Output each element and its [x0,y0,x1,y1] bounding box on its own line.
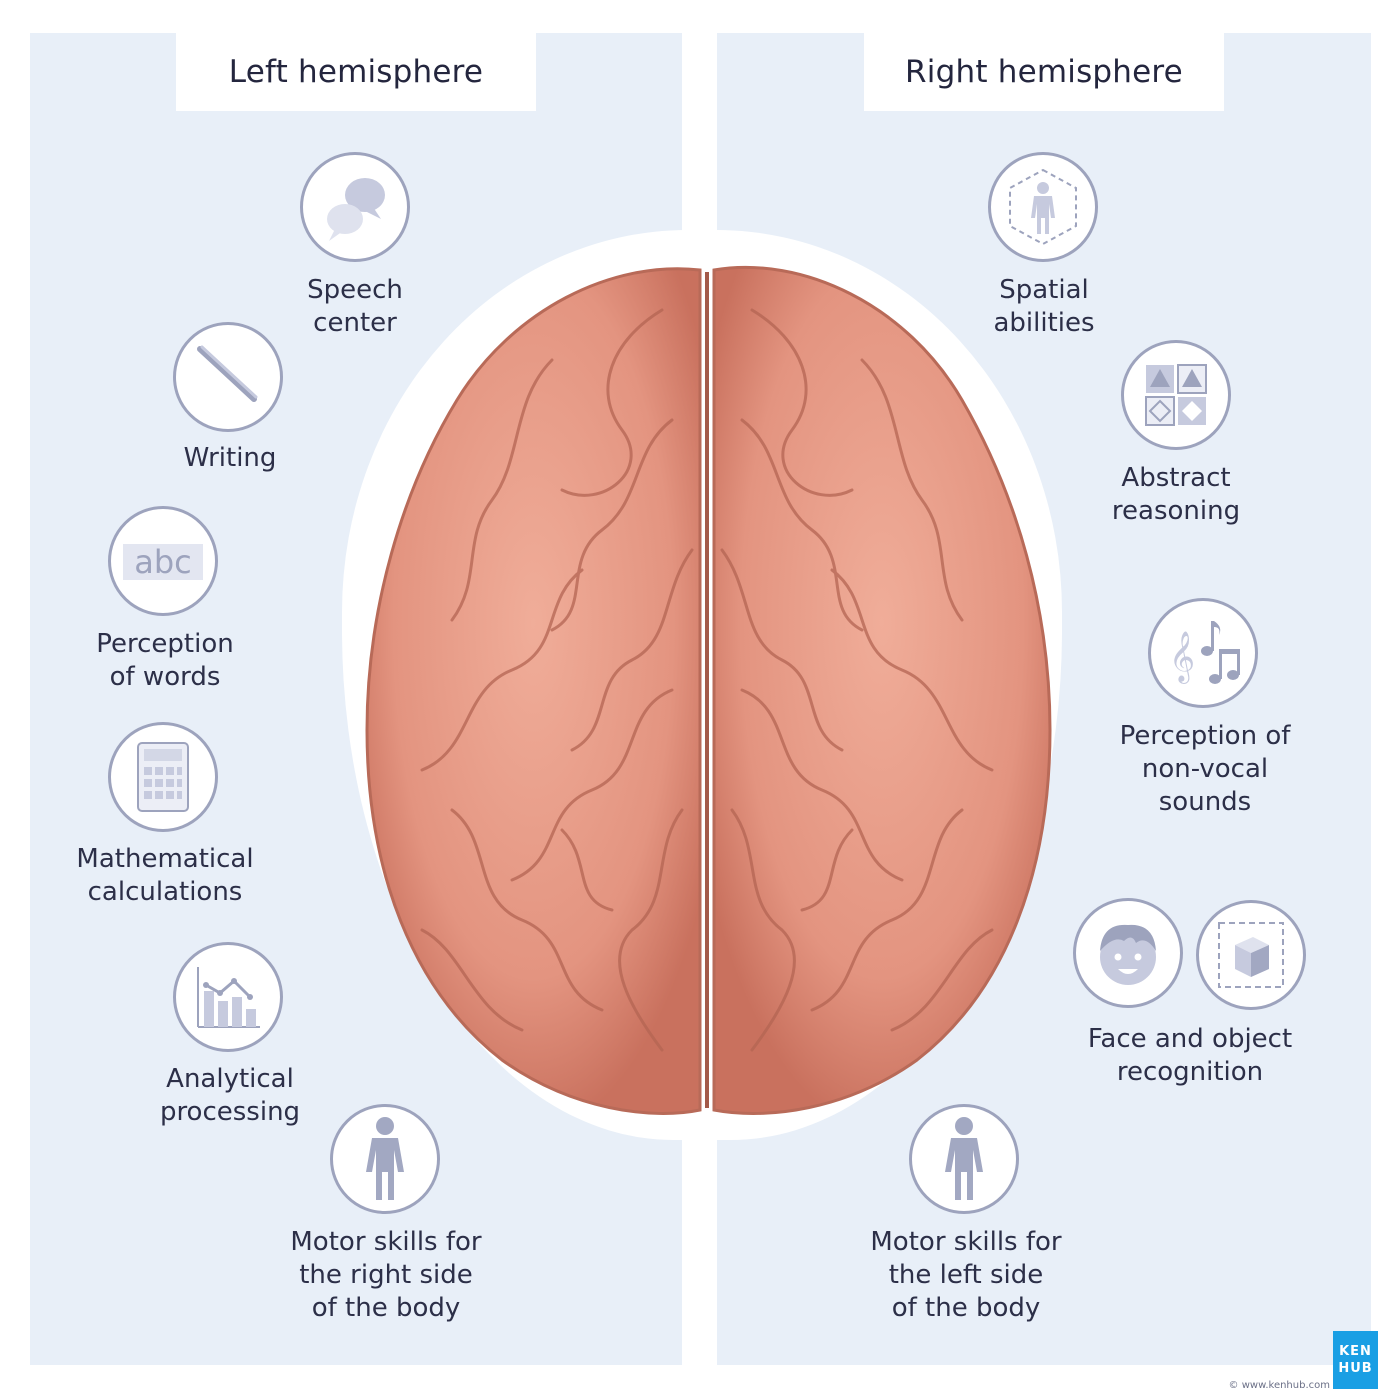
analytical-processing-label: Analytical processing [159,1064,301,1127]
motor-skills-left-side-label: Motor skills for the left side of the bo… [870,1227,1062,1323]
abc-text-icon: abc [108,506,218,616]
human-figure-icon-left [330,1104,440,1214]
kenhub-logo: KEN HUB [1333,1331,1378,1389]
calculator-icon [108,722,218,832]
speech-bubbles-icon [300,152,410,262]
svg-text:𝄞: 𝄞 [1169,631,1195,684]
perception-non-vocal-sounds-label: Perception of non-vocal sounds [1119,721,1291,817]
mathematical-calculations-label: Mathematical calculations [76,844,254,907]
logo-line-2: HUB [1338,1361,1373,1376]
speech-center-label: Speech center [307,275,403,338]
music-notes-icon: 𝄞 [1148,598,1258,708]
spatial-figure-icon [988,152,1098,262]
left-hemisphere-title: Left hemisphere [176,33,536,111]
pen-icon [173,322,283,432]
copyright-url: © www.kenhub.com [1228,1380,1330,1391]
motor-skills-right-side-label: Motor skills for the right side of the b… [290,1227,482,1323]
logo-line-1: KEN [1339,1344,1372,1359]
brain-illustration [365,265,1052,1115]
abstract-reasoning-label: Abstract reasoning [1111,463,1241,526]
bar-line-chart-icon [173,942,283,1052]
face-icon [1073,898,1183,1008]
human-figure-icon-right [909,1104,1019,1214]
spatial-abilities-label: Spatial abilities [993,275,1095,338]
perception-of-words-label: Perception of words [96,629,234,692]
face-object-recognition-label: Face and object recognition [1087,1024,1293,1087]
writing-label: Writing [183,443,277,473]
abstract-shapes-icon [1121,340,1231,450]
cube-icon [1196,900,1306,1010]
svg-text:abc: abc [134,543,192,581]
right-hemisphere-title: Right hemisphere [864,33,1224,111]
